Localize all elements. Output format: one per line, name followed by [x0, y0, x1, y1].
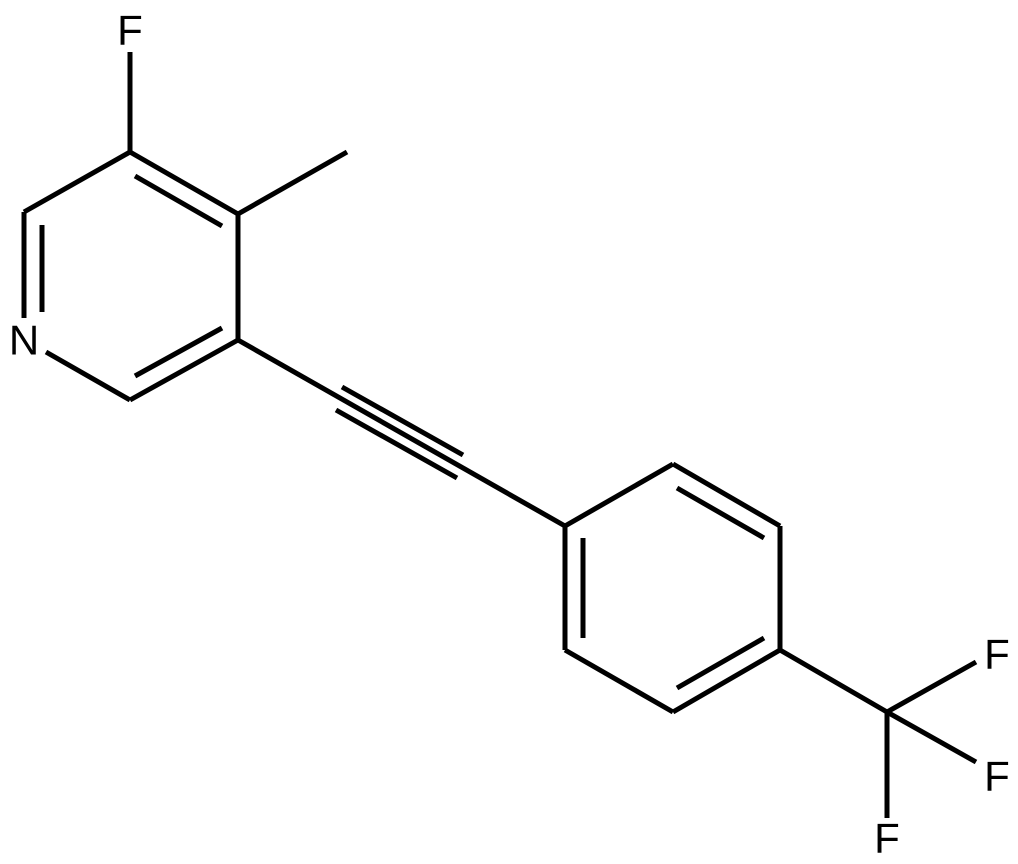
- bond-c4-methyl: [236, 149, 349, 217]
- atom-label-nitrogen: N: [9, 317, 39, 364]
- bond-b4-cf3: [778, 647, 889, 715]
- bond-b1-b2: [563, 461, 675, 529]
- bond-b2-b3-inner: [675, 485, 766, 541]
- bond-b2-b3: [671, 461, 782, 529]
- atom-label-fluorine-cf3-b: F: [984, 753, 1010, 800]
- bond-c6-n1: [44, 349, 132, 403]
- bond-c3-c4-inner: [133, 173, 224, 229]
- trifluoromethyl-group: [778, 647, 978, 818]
- alkyne-bond-center: [236, 337, 567, 529]
- bond-c3-c4: [128, 149, 240, 217]
- alkyne-linker: [236, 337, 567, 529]
- atom-label-fluorine-pyridine: F: [117, 7, 143, 54]
- alkyne-bond-upper: [340, 384, 465, 458]
- bond-cf3-f-a: [885, 659, 978, 715]
- bond-cf3-f-b: [885, 709, 978, 765]
- bond-c5-c6: [128, 337, 240, 403]
- bond-b4-b5-inner: [675, 635, 766, 691]
- alkyne-bond-lower: [334, 407, 459, 481]
- bond-c5-c6-inner: [133, 325, 224, 379]
- atom-label-fluorine-cf3-a: F: [984, 631, 1010, 678]
- benzene-ring: [562, 461, 783, 715]
- atom-label-fluorine-cf3-c: F: [874, 815, 900, 862]
- bond-c2-c3: [22, 149, 132, 215]
- pyridine-ring: [21, 149, 241, 403]
- bond-b5-b6: [563, 647, 675, 715]
- bond-b4-b5: [671, 647, 782, 715]
